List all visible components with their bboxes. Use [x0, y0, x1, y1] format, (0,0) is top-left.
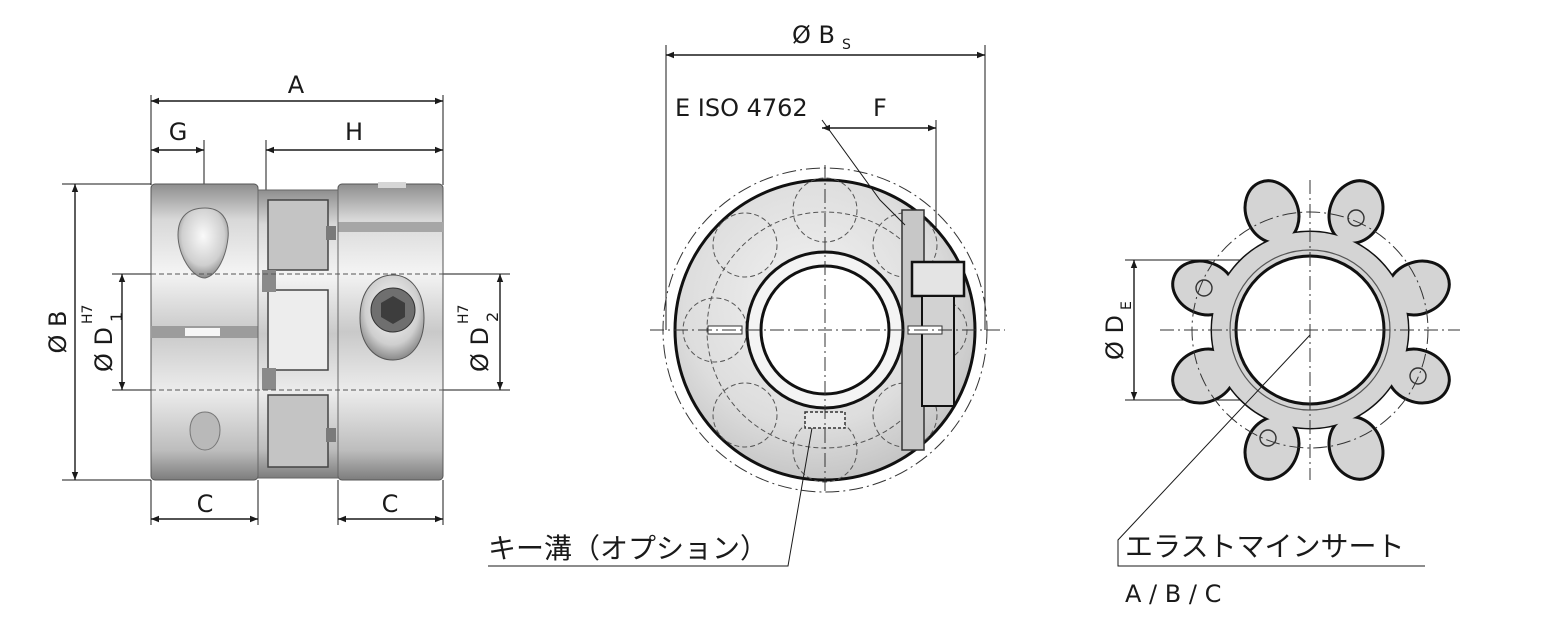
dia-b-label: Ø B [44, 311, 72, 354]
keyway-label: キー溝（オプション） [488, 532, 768, 565]
svg-text:Ø D: Ø D [90, 327, 118, 372]
dim-c-left-label: C [197, 490, 214, 518]
dia-de-label: Ø D E [1101, 301, 1135, 360]
dim-a-label: A [288, 71, 305, 99]
dim-g-label: G [169, 118, 188, 146]
dia-d1-sub: 1 [107, 312, 126, 322]
elastomer-view: Ø D E エラストマインサート A / B / C [1101, 179, 1460, 608]
dim-f-label: F [873, 94, 887, 122]
dia-bs-label: Ø B S [792, 21, 851, 53]
svg-text:Ø B: Ø B [44, 311, 72, 354]
front-view: Ø B S E ISO 4762 F キー溝（オプション） [488, 21, 1005, 567]
dim-h-label: H [345, 118, 363, 146]
insert-types-label: A / B / C [1125, 580, 1221, 608]
svg-text:Ø B: Ø B [792, 21, 835, 49]
dia-d2-sub: 2 [483, 312, 502, 322]
dia-d2-label: Ø D 2 H7 [456, 305, 502, 372]
insert-label: エラストマインサート [1125, 530, 1404, 563]
dim-c-right-label: C [382, 490, 399, 518]
dia-d1-tol: H7 [80, 305, 96, 324]
dia-d2-tol: H7 [456, 305, 472, 324]
screw-spec-label: E ISO 4762 [675, 94, 808, 122]
side-view: A G H C C Ø B Ø D 1 H7 Ø D 2 H7 [44, 71, 510, 525]
svg-text:Ø D: Ø D [1101, 315, 1129, 360]
svg-text:Ø D: Ø D [466, 327, 494, 372]
svg-text:S: S [842, 37, 851, 53]
svg-text:E: E [1119, 301, 1135, 310]
dia-d1-label: Ø D 1 H7 [80, 305, 126, 372]
